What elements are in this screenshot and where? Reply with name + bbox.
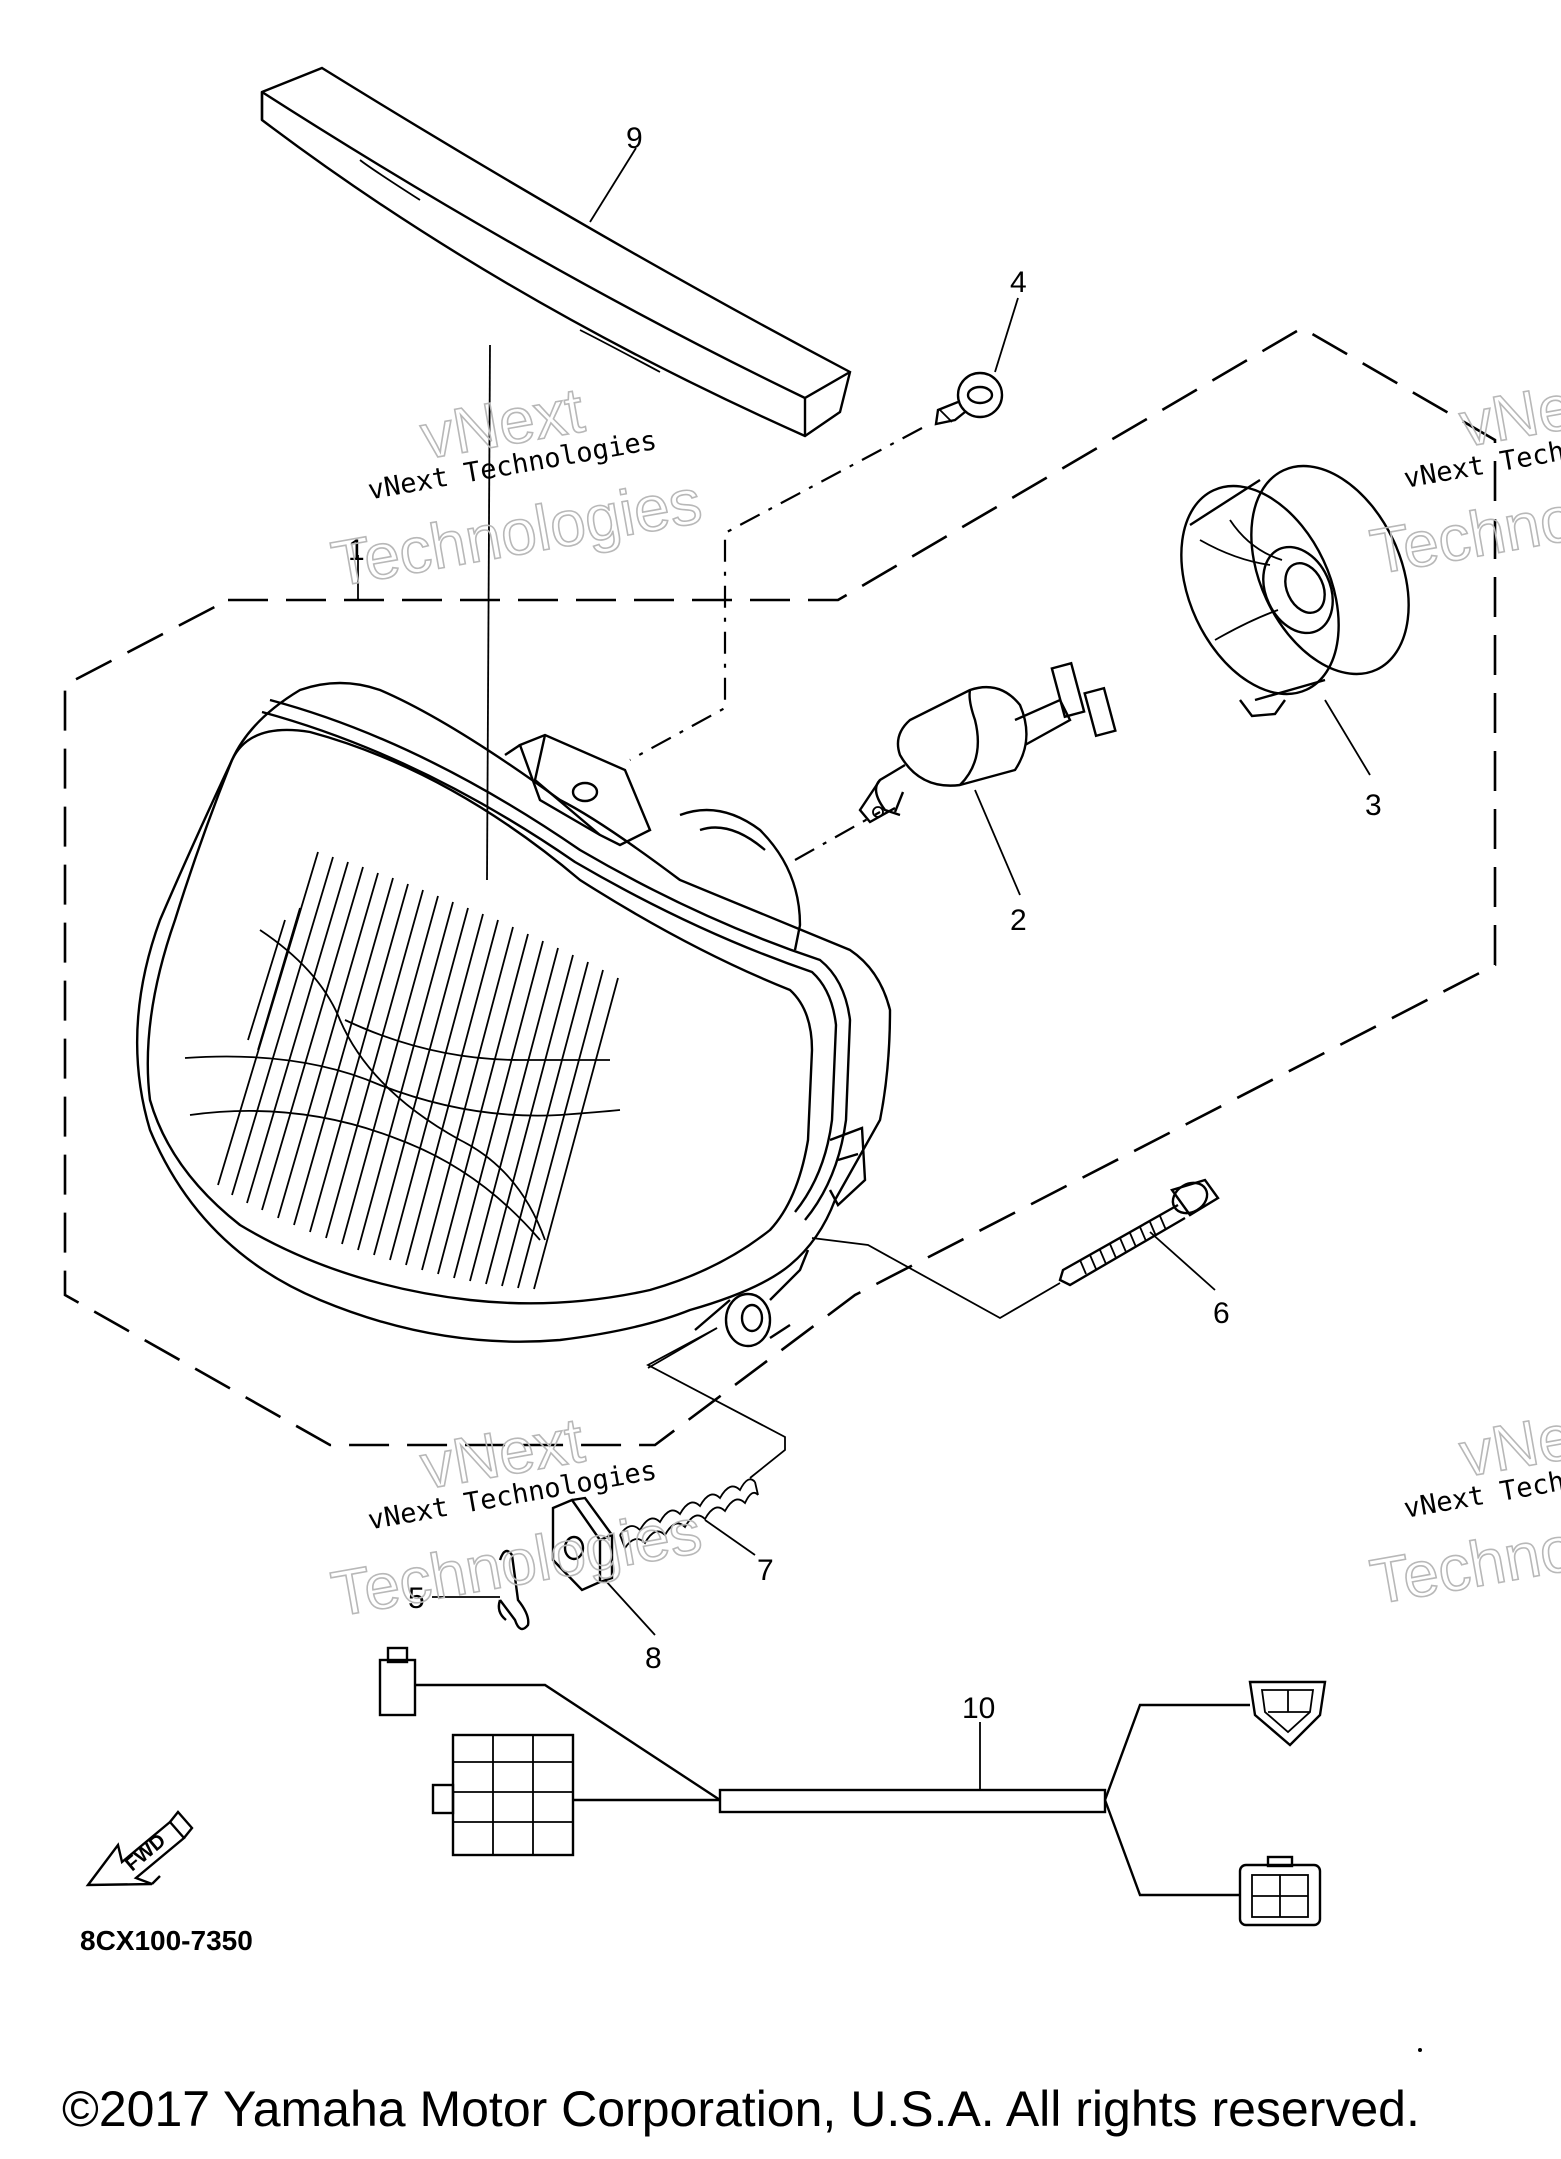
link-line-2 [794, 811, 881, 861]
callout-10: 10 [962, 1692, 995, 1725]
callout-5: 5 [408, 1582, 425, 1615]
leader-2 [974, 789, 1021, 896]
callout-2: 2 [1010, 904, 1027, 937]
forward-arrow-icon: FWD [85, 1810, 194, 1887]
svg-text:Techno: Techno [1365, 1511, 1561, 1618]
drawing-code: 8CX100-7350 [80, 1925, 253, 1956]
part-7-spring [619, 1478, 759, 1549]
part-1-headlight-housing [136, 344, 892, 1348]
leader-6 [1149, 1231, 1216, 1291]
leader-9 [589, 147, 637, 223]
callout-7: 7 [757, 1554, 774, 1587]
leader-7 [704, 1519, 756, 1556]
callout-4: 4 [1010, 266, 1027, 299]
leader-4 [994, 297, 1019, 373]
callout-1: 1 [348, 534, 365, 567]
callout-3: 3 [1365, 789, 1382, 822]
watermark-top-left: vNext vNext Technologies Technologies [325, 373, 707, 601]
part-9-visor [260, 66, 852, 438]
link-line-4 [629, 427, 923, 761]
lens-grille [217, 851, 619, 1290]
part-10-wire-harness [378, 1646, 1327, 1927]
part-5-wire-clip [497, 1549, 530, 1631]
assembly-boundary [63, 326, 1497, 1447]
speck [1418, 2048, 1422, 2052]
part-2-halogen-bulb [858, 661, 1117, 824]
link-line-7b [647, 1327, 718, 1369]
callout-6: 6 [1213, 1297, 1230, 1330]
leader-3 [1324, 699, 1371, 776]
watermark-bottom-right: vNext vNext Tech Techno [1364, 1391, 1561, 1619]
leader-8 [604, 1579, 656, 1636]
callout-8: 8 [645, 1642, 662, 1675]
copyright-notice: ©2017 Yamaha Motor Corporation, U.S.A. A… [62, 2081, 1420, 2137]
link-line-7 [646, 1327, 786, 1479]
watermark-bottom-left: vNext vNext Technologies Technologies [325, 1403, 707, 1631]
part-6-adjusting-screw [1058, 1178, 1220, 1287]
link-line-6 [811, 1237, 1061, 1320]
part-3-bulb-cover [1180, 464, 1410, 718]
part-8-nut-plate [551, 1496, 614, 1592]
watermark-top-right: vNext vNext Tech Techno [1364, 361, 1561, 589]
callout-9: 9 [626, 122, 643, 155]
svg-text:Techno: Techno [1365, 481, 1561, 588]
part-4-clip [934, 371, 1004, 426]
